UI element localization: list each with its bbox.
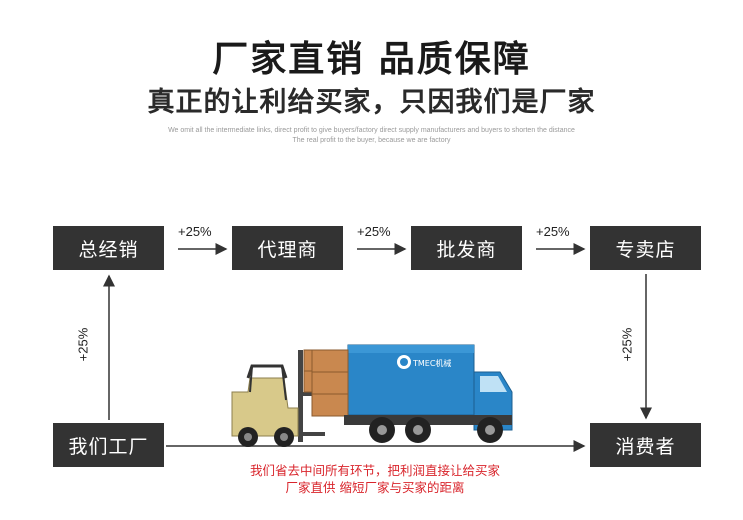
node-distributor: 总经销 (53, 226, 164, 270)
truck-illustration: TMEC机械 (311, 344, 513, 443)
subheadline: 真正的让利给买家，只因我们是厂家 (147, 87, 596, 118)
headline: 厂家直销 品质保障 (212, 39, 531, 80)
node-store: 专卖店 (590, 226, 701, 270)
note-line1: 我们省去中间所有环节，把利润直接让给买家 (249, 463, 500, 478)
markup-label-1: +25% (178, 224, 212, 239)
node-consumer: 消费者 (590, 423, 701, 467)
note-line2: 厂家直供 缩短厂家与买家的距离 (285, 480, 465, 495)
node-wholesaler: 批发商 (411, 226, 522, 270)
markup-label-3: +25% (536, 224, 570, 239)
tagline-line1: We omit all the intermediate links, dire… (168, 127, 575, 134)
tagline-line2: The real profit to the buyer, because we… (292, 137, 451, 144)
node-agent: 代理商 (232, 226, 343, 270)
markup-label-2: +25% (357, 224, 391, 239)
truck-logo-text: TMEC机械 (412, 358, 451, 368)
node-factory: 我们工厂 (53, 423, 164, 467)
